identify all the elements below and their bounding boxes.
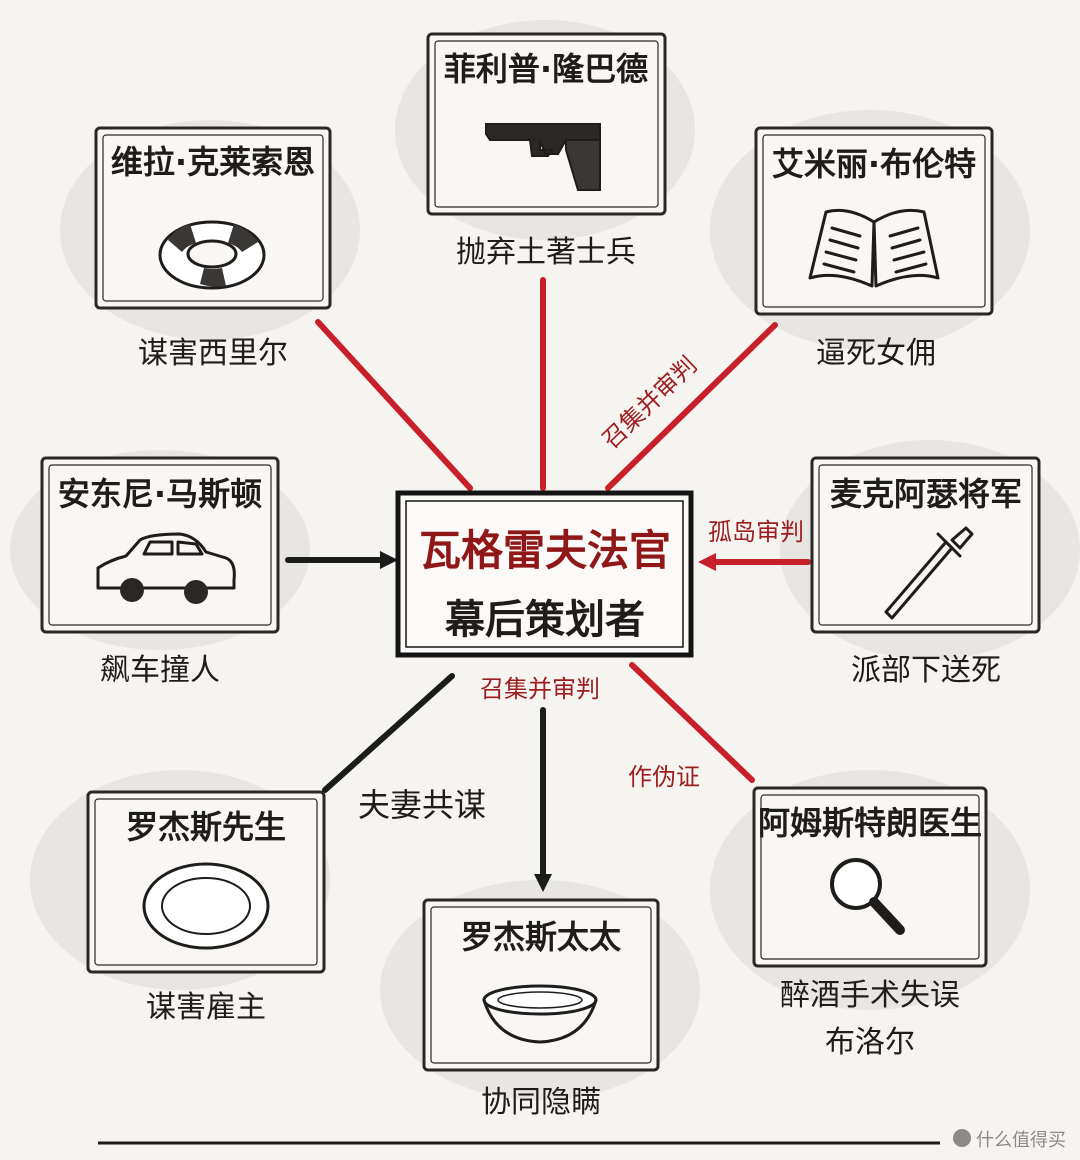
arrow-anthony-head bbox=[380, 551, 398, 569]
bowl-icon bbox=[482, 984, 598, 1044]
node-armstrong: 阿姆斯特朗医生 醉酒手术失误 布洛尔 bbox=[752, 786, 988, 1060]
center-subtitle: 幕后策划者 bbox=[444, 597, 645, 643]
node-emily: 艾米丽·布伦特 逼死女佣 bbox=[754, 126, 994, 371]
node-name: 罗杰斯太太 bbox=[461, 918, 621, 956]
center-node: 瓦格雷夫法官 幕后策划者 bbox=[395, 490, 694, 658]
node-name: 艾米丽·布伦特 bbox=[772, 145, 976, 183]
node-mr-rogers: 罗杰斯先生 谋害雇主 bbox=[86, 790, 326, 1025]
edge-mr-rogers bbox=[322, 673, 455, 793]
label-rogers-couple: 夫妻共谋 bbox=[358, 786, 486, 824]
watermark: 什么值得买 bbox=[953, 1129, 1066, 1151]
pistol-icon bbox=[485, 123, 601, 191]
open-book-icon bbox=[808, 208, 940, 288]
node-name: 阿姆斯特朗医生 bbox=[758, 804, 982, 842]
label-macarthur-edge: 孤岛审判 bbox=[708, 518, 804, 546]
node-crime: 飙车撞人 bbox=[100, 653, 220, 688]
node-crime-line-2: 布洛尔 bbox=[825, 1025, 915, 1060]
watermark-text: 什么值得买 bbox=[976, 1130, 1066, 1151]
node-anthony: 安东尼·马斯顿 飙车撞人 bbox=[40, 456, 280, 688]
edge-emily bbox=[605, 322, 778, 491]
node-crime: 派部下送死 bbox=[851, 653, 1001, 688]
edge-vera bbox=[315, 319, 473, 491]
life-ring-icon bbox=[158, 220, 266, 290]
node-crime-line-1: 醉酒手术失误 bbox=[780, 978, 960, 1013]
node-name: 罗杰斯先生 bbox=[126, 808, 286, 846]
node-name: 维拉·克莱索恩 bbox=[111, 143, 315, 181]
label-center-bottom: 召集并审判 bbox=[480, 675, 600, 703]
node-philip: 菲利普·隆巴德 抛弃土著士兵 bbox=[426, 32, 667, 270]
node-name: 菲利普·隆巴德 bbox=[444, 50, 648, 88]
node-crime: 抛弃土著士兵 bbox=[456, 235, 636, 270]
node-crime: 逼死女佣 bbox=[816, 336, 936, 371]
center-title: 瓦格雷夫法官 bbox=[419, 526, 671, 575]
node-name: 安东尼·马斯顿 bbox=[58, 475, 262, 513]
node-name: 麦克阿瑟将军 bbox=[830, 475, 1022, 513]
label-emily-edge: 召集并审判 bbox=[597, 351, 703, 455]
sword-icon bbox=[884, 526, 974, 620]
magnifying-glass-icon bbox=[830, 858, 905, 935]
node-vera: 维拉·克莱索恩 谋害西里尔 bbox=[94, 126, 332, 371]
node-crime: 谋害雇主 bbox=[146, 990, 266, 1025]
node-crime: 协同隐瞒 bbox=[481, 1085, 601, 1120]
edge-armstrong bbox=[629, 662, 755, 783]
node-mrs-rogers: 罗杰斯太太 协同隐瞒 bbox=[422, 898, 660, 1120]
plate-icon bbox=[142, 862, 270, 950]
connectors bbox=[285, 277, 811, 892]
car-icon bbox=[96, 532, 236, 604]
arrow-mrs-rogers-head bbox=[534, 874, 552, 892]
node-macarthur: 麦克阿瑟将军 派部下送死 bbox=[810, 456, 1041, 688]
label-armstrong-edge: 作伪证 bbox=[628, 763, 700, 791]
arrow-macarthur-head bbox=[698, 553, 716, 571]
node-crime: 谋害西里尔 bbox=[138, 336, 288, 371]
